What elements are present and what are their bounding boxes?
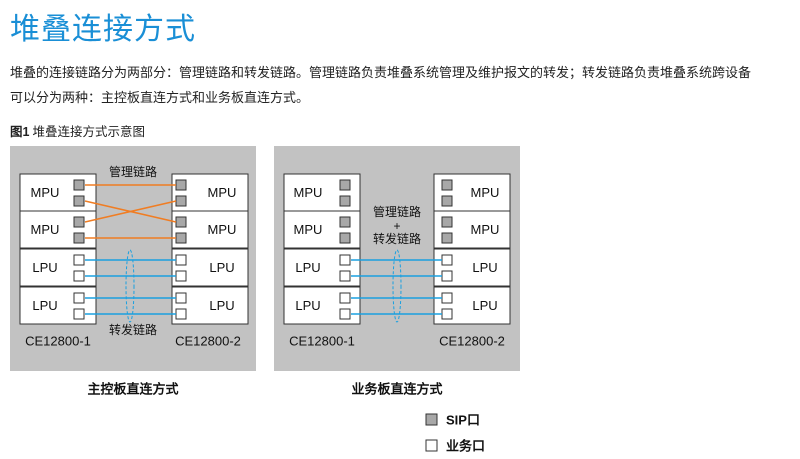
- right-device-1-sip-port-1-1: [339, 232, 351, 244]
- device-label-left: CE12800-1: [289, 334, 355, 349]
- left-device-2-slot-label-1: MPU: [208, 222, 237, 237]
- left-device-1-slot-label-3: LPU: [32, 298, 57, 313]
- right-device-2-slot-label-3: LPU: [472, 298, 497, 313]
- right-device-2-slot-label-2: LPU: [472, 260, 497, 275]
- right-device-2-sip-port-1-1: [441, 232, 453, 244]
- left-device-1-service-port-3-0: [73, 292, 85, 304]
- intro-line-1: 堆叠的连接链路分为两部分：管理链路和转发链路。管理链路负责堆叠系统管理及维护报文…: [10, 65, 752, 80]
- device-label-right: CE12800-2: [439, 334, 505, 349]
- device-label-right: CE12800-2: [175, 334, 241, 349]
- left-device-2-slot-label-2: LPU: [209, 260, 234, 275]
- right-device-2-service-port-3-0: [441, 292, 453, 304]
- intro-text: 堆叠的连接链路分为两部分：管理链路和转发链路。管理链路负责堆叠系统管理及维护报文…: [10, 60, 800, 110]
- mgmt-link-label: 管理链路: [109, 164, 157, 179]
- left-device-2-service-port-3-0: [175, 292, 187, 304]
- figure-number: 图1: [10, 125, 30, 139]
- right-device-1-slot-label-2: LPU: [295, 260, 320, 275]
- right-device-2-service-port-2-1: [441, 270, 453, 282]
- panel-lpu-direct: MPU MPU LPU LPU MPU MPU LPU LPU 管理链路+转发链路 CE12800…: [274, 146, 520, 397]
- link-aggregation-marker: [392, 249, 402, 323]
- right-device-2-slot-label-1: MPU: [471, 222, 500, 237]
- left-device-1-sip-port-0-1: [73, 195, 85, 207]
- left-device-1-slot-label-0: MPU: [31, 185, 60, 200]
- link-label-line-1: 管理链路: [373, 204, 421, 219]
- mgmt-link: [84, 200, 177, 223]
- right-device-2-sip-port-0-1: [441, 195, 453, 207]
- right-device-2-sip-port-0-0: [441, 179, 453, 191]
- left-device-2-service-port-3-1: [175, 308, 187, 320]
- left-device-1-sip-port-1-0: [73, 216, 85, 228]
- figure-caption-text: 堆叠连接方式示意图: [32, 125, 145, 139]
- link-label-line-2: +: [393, 219, 400, 233]
- right-device-2-sip-port-1-0: [441, 216, 453, 228]
- right-device-1-service-port-3-0: [339, 292, 351, 304]
- left-device-1-service-port-3-1: [73, 308, 85, 320]
- left-device-2-slot-label-3: LPU: [209, 298, 234, 313]
- left-device-1-service-port-2-1: [73, 270, 85, 282]
- right-device-2-slot-label-0: MPU: [471, 185, 500, 200]
- fwd-link-label: 转发链路: [109, 322, 157, 337]
- right-device-1-slot-label-3: LPU: [295, 298, 320, 313]
- left-device-2-sip-port-0-0: [175, 179, 187, 191]
- legend-sip-label: SIP口: [446, 413, 480, 428]
- right-device-1-sip-port-0-1: [339, 195, 351, 207]
- panel-label: 主控板直连方式: [87, 382, 178, 397]
- right-device-1-sip-port-0-0: [339, 179, 351, 191]
- right-device-1-sip-port-1-0: [339, 216, 351, 228]
- left-device-2-slot-label-0: MPU: [208, 185, 237, 200]
- right-device-1-service-port-2-0: [339, 254, 351, 266]
- left-device-2-sip-port-0-1: [175, 195, 187, 207]
- legend-sip-swatch: [425, 413, 438, 426]
- link-label-line-3: 转发链路: [373, 231, 421, 246]
- link-aggregation-marker: [125, 249, 135, 323]
- legend-service-label: 业务口: [446, 439, 485, 454]
- left-device-2-sip-port-1-0: [175, 216, 187, 228]
- left-device-1-slot-label-1: MPU: [31, 222, 60, 237]
- right-device-1-slot-label-0: MPU: [294, 185, 323, 200]
- panel-label: 业务板直连方式: [351, 382, 442, 397]
- page-title: 堆叠连接方式: [10, 13, 196, 46]
- left-device-2-service-port-2-0: [175, 254, 187, 266]
- left-device-1-sip-port-0-0: [73, 179, 85, 191]
- left-device-1-slot-label-2: LPU: [32, 260, 57, 275]
- right-device-1-service-port-2-1: [339, 270, 351, 282]
- left-device-1-sip-port-1-1: [73, 232, 85, 244]
- intro-line-2: 可以分为两种：主控板直连方式和业务板直连方式。: [10, 90, 310, 105]
- right-device-2-service-port-2-0: [441, 254, 453, 266]
- right-device-2-service-port-3-1: [441, 308, 453, 320]
- left-device-2-sip-port-1-1: [175, 232, 187, 244]
- left-device-2-service-port-2-1: [175, 270, 187, 282]
- device-label-left: CE12800-1: [25, 334, 91, 349]
- right-device-1-service-port-3-1: [339, 308, 351, 320]
- left-device-1-service-port-2-0: [73, 254, 85, 266]
- right-device-1-slot-label-1: MPU: [294, 222, 323, 237]
- legend-service-swatch: [425, 439, 438, 452]
